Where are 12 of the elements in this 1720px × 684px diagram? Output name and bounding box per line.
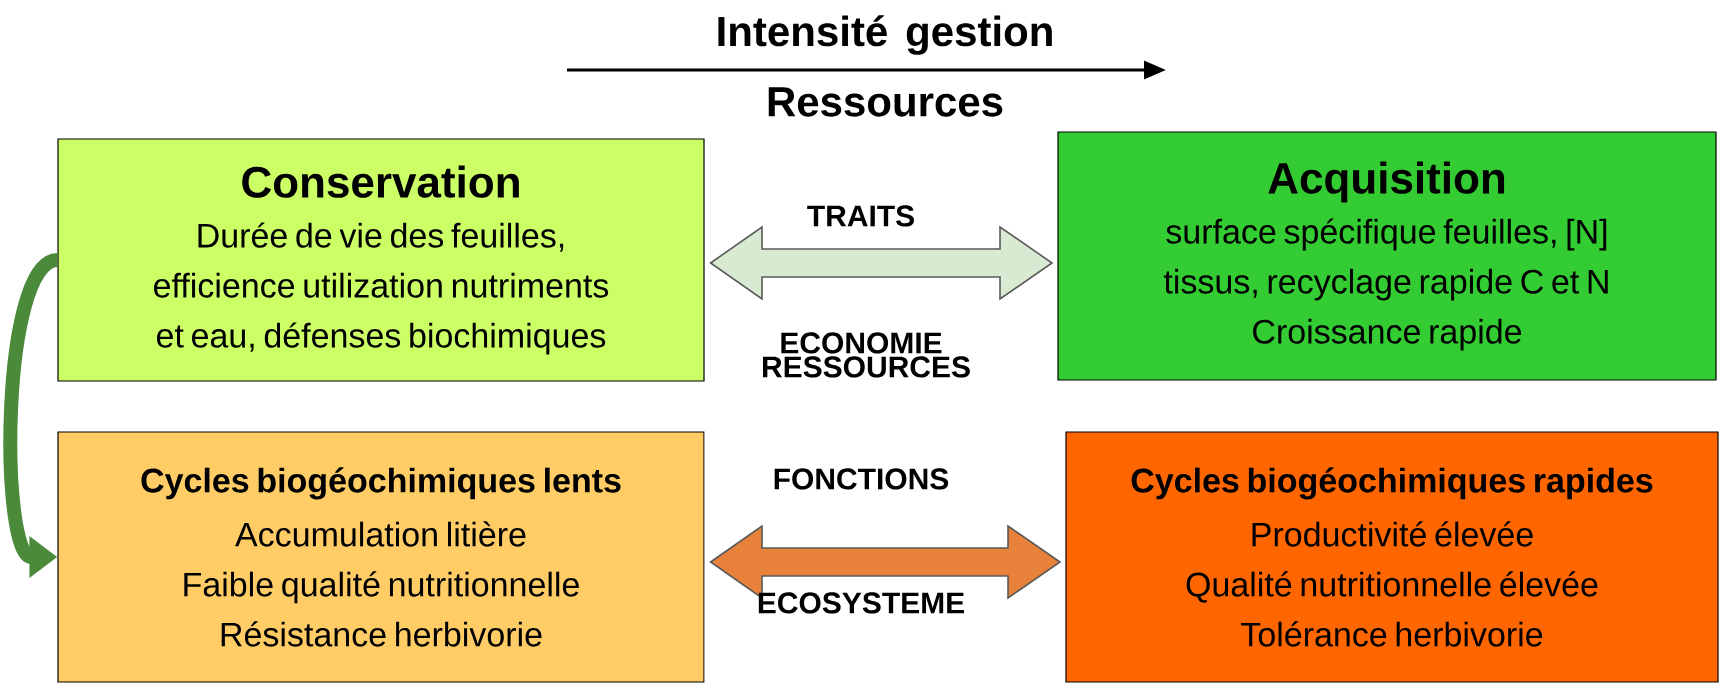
label-text: Intensité gestion <box>718 15 1052 55</box>
text-box: Conservation Durée de vie des feuilles, efficience utilization nutriments et eau, défenses biochimiques <box>57 138 705 382</box>
text-box: Cycles biogéochimiques rapides Productivité élevée Qualité nutritionnelle élevée Tolérance herbivorie <box>1065 431 1719 683</box>
label-text: FONCTIONS <box>774 468 949 490</box>
double-arrow <box>709 225 1054 301</box>
text-box: Cycles biogéochimiques lents Accumulation litière Faible qualité nutritionnelle Résistance herbivorie <box>57 431 705 683</box>
double-arrow <box>709 524 1062 600</box>
label-text: TRAITS <box>807 205 914 227</box>
text-box: Acquisition surface spécifique feuilles, [N] tissus, recyclage rapide C et N Croissance rapide <box>1057 131 1717 381</box>
label-text: Ressources <box>768 87 1003 117</box>
label-text: ECOSYSTEME <box>758 592 964 614</box>
label-text: ECONOMIE RESSOURCES <box>763 332 970 378</box>
